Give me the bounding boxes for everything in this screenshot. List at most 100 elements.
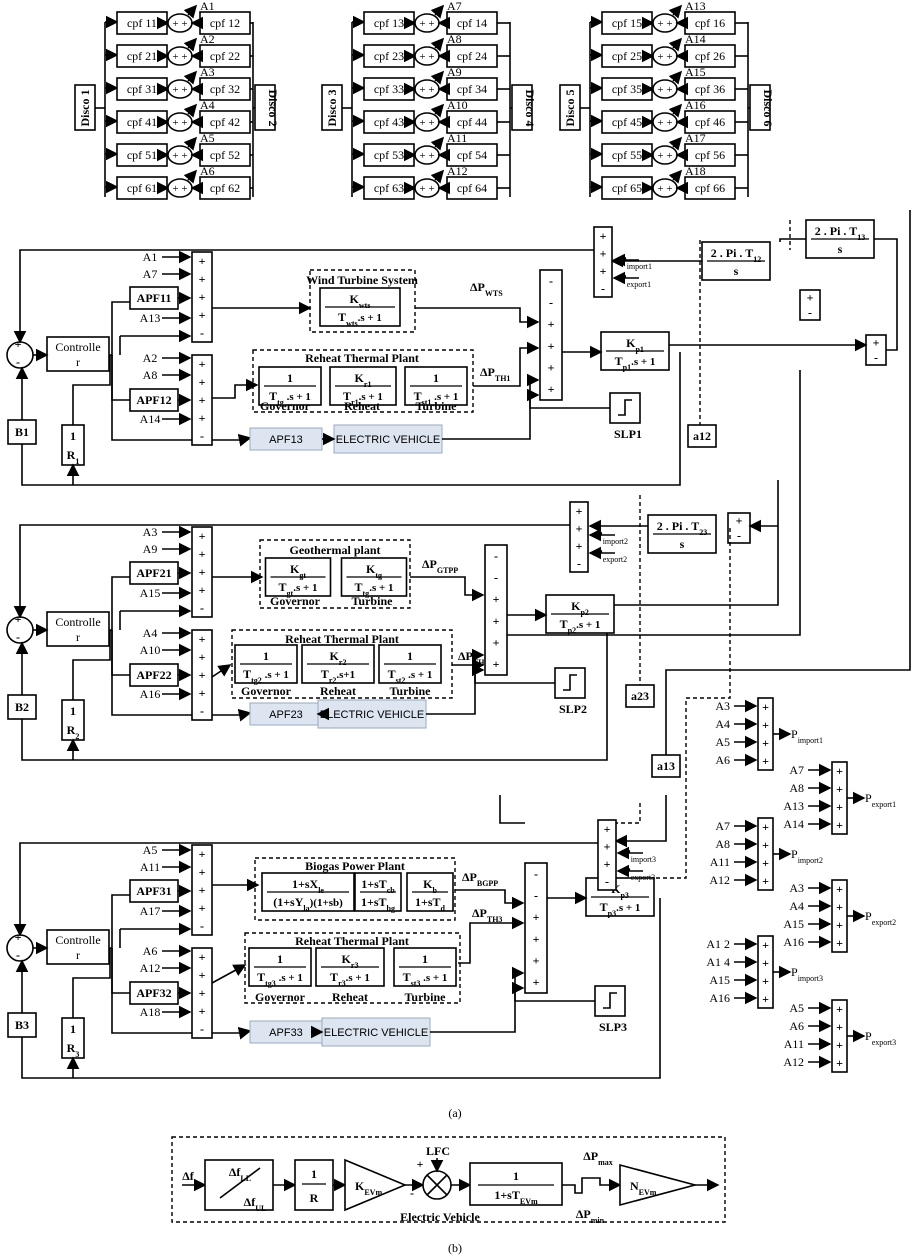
step-symbol — [563, 674, 577, 691]
ev-tf-num: 1 — [513, 1169, 519, 1183]
sum-sign: + — [604, 822, 611, 836]
signal-line — [668, 37, 683, 52]
a12-label: a12 — [693, 429, 711, 443]
signal-line — [111, 630, 130, 676]
x-line — [426, 1174, 448, 1196]
tf-denominator: s — [838, 242, 843, 256]
thermal-title: Reheat Thermal Plant — [305, 351, 419, 365]
signal-line — [72, 948, 111, 1018]
sum-sign: + — [199, 411, 206, 425]
signal-line — [211, 964, 247, 984]
input-label: A13 — [140, 311, 161, 325]
tf-numerator: 2 . Pi . T13 — [815, 224, 865, 242]
plus-signs: + + — [172, 150, 187, 162]
sum-sign: + — [199, 650, 206, 664]
signal-line — [211, 664, 232, 678]
sign: - — [410, 1186, 414, 1200]
input-label: A7 — [143, 267, 158, 281]
sum-sign: + — [836, 764, 843, 778]
sum-sign: + — [199, 357, 206, 371]
cpf-label: cpf 55 — [612, 148, 642, 162]
signal-name: A15 — [685, 65, 706, 79]
sum-sign: + — [199, 529, 206, 543]
sum-sign: - — [737, 529, 741, 543]
sum-output-label: Pexport3 — [865, 1029, 896, 1047]
signal-name: A8 — [447, 32, 462, 46]
bias-label: B1 — [15, 425, 29, 439]
signal-line — [471, 663, 555, 684]
sum-sign: - — [605, 874, 609, 888]
n-gain-triangle — [619, 1163, 699, 1207]
signal-line — [430, 966, 525, 1033]
signal-name: A13 — [685, 0, 706, 13]
cpf-label: cpf 11 — [127, 16, 157, 30]
slp-label: SLP1 — [614, 427, 642, 441]
cpf-label: cpf 22 — [210, 49, 240, 63]
pimport-label: Pimport2 — [596, 528, 628, 546]
controller-label: Controlle — [55, 615, 100, 629]
controller-block — [46, 336, 110, 372]
sum-sign: - — [549, 296, 553, 310]
droop-num: 1 — [70, 704, 76, 718]
signal-line — [426, 648, 485, 715]
tf-denominator: (1+sYla)(1+sb) — [273, 895, 343, 913]
cpf-label: cpf 33 — [374, 82, 404, 96]
input-label: A15 — [140, 586, 161, 600]
signal-line — [668, 103, 683, 118]
signal-line — [111, 355, 252, 447]
caption-a: (a) — [448, 1106, 461, 1120]
disco-right-label: Disco 4 — [523, 90, 537, 127]
sum-sign: + — [836, 1020, 843, 1034]
apf-label: APF32 — [136, 986, 171, 1000]
sum-sign: + — [199, 290, 206, 304]
controller-label: Controlle — [55, 933, 100, 947]
ev-label: ELECTRIC VEHICLE — [320, 709, 425, 721]
sum-sign: + — [199, 883, 206, 897]
sum-sign: - — [577, 556, 581, 570]
apf-label: APF31 — [136, 884, 171, 898]
turbine-label: Turbine — [416, 399, 458, 413]
sum-sign: - — [494, 571, 498, 585]
wind-title: Wind Turbine System — [306, 273, 418, 287]
sum-sign: + — [762, 820, 769, 834]
sum-sign: - — [601, 281, 605, 295]
sum-output-label: Pexport2 — [865, 909, 896, 927]
signal-name: A6 — [200, 164, 215, 178]
sum-input-label: A6 — [715, 753, 730, 767]
signal-line — [665, 210, 911, 755]
signal-line — [499, 795, 525, 824]
sum-sign: + — [533, 910, 540, 924]
plus-signs: + + — [419, 18, 434, 30]
sum-output-label: Pexport1 — [865, 791, 896, 809]
signal-line — [616, 803, 641, 824]
dpmin-label: ΔPmin — [576, 1207, 605, 1225]
sum-sign: + — [576, 539, 583, 553]
caption-b-text: (b) — [448, 1241, 462, 1255]
a23-label: a23 — [631, 689, 649, 703]
sum-sign: + — [836, 900, 843, 914]
biogas-tf-1: 1+sXle(1+sYla)(1+sb) — [261, 872, 355, 913]
cpf-label: cpf 35 — [612, 82, 642, 96]
generation-sum — [191, 844, 213, 936]
tie-sum — [597, 819, 617, 891]
gov-label: Governor — [241, 684, 292, 698]
tie-line-schedule-summers: ++++A3A4A5A6Pimport1++++A7A8A13A14Pexpor… — [706, 697, 896, 1073]
sign: - — [16, 355, 20, 369]
droop-num: 1 — [70, 429, 76, 443]
delta-f-label: Δf — [182, 1169, 195, 1183]
limiter-line — [219, 1167, 261, 1199]
signal-name: A12 — [447, 164, 468, 178]
sum-sign: - — [534, 889, 538, 903]
dp-label: ΔPGTPP — [422, 557, 458, 575]
ev-title: Electric Vehicle — [400, 1210, 480, 1224]
sum-sign: + — [533, 975, 540, 989]
sum-sign: + — [533, 932, 540, 946]
sum-sign: + — [199, 547, 206, 561]
sum-sign: + — [604, 857, 611, 871]
plus-signs: + + — [172, 117, 187, 129]
cpf-label: cpf 41 — [127, 115, 157, 129]
sign: + — [15, 930, 22, 944]
plus-signs: + + — [657, 51, 672, 63]
